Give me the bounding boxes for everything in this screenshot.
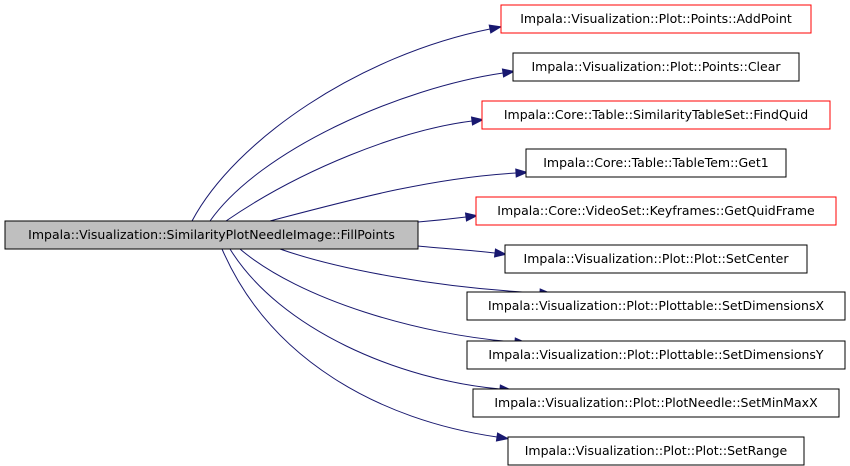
target-node-setminmaxx[interactable]: Impala::Visualization::Plot::PlotNeedle:…: [472, 388, 840, 418]
target-node-box: [466, 340, 846, 370]
target-node-box: [525, 148, 787, 178]
target-node-label: Impala::Visualization::Plot::PlotNeedle:…: [494, 395, 818, 410]
target-node-box: [500, 4, 812, 34]
call-edge: [239, 248, 516, 343]
edge-arrowhead: [488, 24, 503, 34]
call-edge: [225, 120, 473, 222]
target-node-label: Impala::Core::Table::SimilarityTableSet:…: [504, 107, 808, 122]
target-node-clear[interactable]: Impala::Visualization::Plot::Points::Cle…: [512, 52, 800, 82]
target-node-box: [481, 100, 831, 130]
call-edge: [229, 248, 501, 390]
target-node-label: Impala::Visualization::Plot::Plottable::…: [488, 347, 823, 362]
call-edge: [221, 248, 498, 438]
target-node-setrange[interactable]: Impala::Visualization::Plot::Plot::SetRa…: [507, 436, 805, 466]
target-node-box: [472, 388, 840, 418]
target-node-box: [504, 244, 808, 274]
target-node-label: Impala::Core::Table::TableTem::Get1: [543, 155, 768, 170]
target-node-label: Impala::Visualization::Plot::Plot::SetRa…: [525, 443, 788, 458]
target-node-setcenter[interactable]: Impala::Visualization::Plot::Plot::SetCe…: [504, 244, 808, 274]
edge-arrowhead: [470, 116, 485, 126]
call-edge: [279, 248, 541, 294]
target-node-box: [475, 196, 837, 226]
edge-arrowhead: [495, 432, 510, 442]
edge-arrowhead: [493, 248, 508, 258]
target-node-box: [466, 291, 846, 321]
call-edges: [191, 24, 553, 442]
target-node-addpoint[interactable]: Impala::Visualization::Plot::Points::Add…: [500, 4, 812, 34]
target-node-label: Impala::Visualization::Plot::Plot::SetCe…: [524, 251, 790, 266]
source-node[interactable]: Impala::Visualization::SimilarityPlotNee…: [4, 220, 419, 250]
target-node-setdimensionsx[interactable]: Impala::Visualization::Plot::Plottable::…: [466, 291, 846, 321]
source-node-label: Impala::Visualization::SimilarityPlotNee…: [28, 227, 395, 242]
target-node-findquid[interactable]: Impala::Core::Table::SimilarityTableSet:…: [481, 100, 831, 130]
target-node-setdimensionsy[interactable]: Impala::Visualization::Plot::Plottable::…: [466, 340, 846, 370]
call-edge: [191, 28, 491, 222]
target-node-get1[interactable]: Impala::Core::Table::TableTem::Get1: [525, 148, 787, 178]
target-node-label: Impala::Core::VideoSet::Keyframes::GetQu…: [497, 203, 815, 218]
edge-arrowhead: [515, 168, 529, 178]
target-node-getquidframe[interactable]: Impala::Core::VideoSet::Keyframes::GetQu…: [475, 196, 837, 226]
target-node-label: Impala::Visualization::Plot::Points::Add…: [520, 11, 792, 26]
target-node-box: [507, 436, 805, 466]
edge-arrowhead: [501, 68, 516, 78]
target-node-label: Impala::Visualization::Plot::Plottable::…: [488, 298, 824, 313]
call-edge: [417, 245, 496, 254]
edge-arrowhead: [464, 212, 479, 222]
target-node-label: Impala::Visualization::Plot::Points::Cle…: [531, 59, 781, 74]
source-node-box: [4, 220, 419, 250]
call-edge: [209, 72, 504, 222]
call-edge: [417, 216, 467, 223]
target-node-box: [512, 52, 800, 82]
call-edge: [269, 172, 517, 222]
